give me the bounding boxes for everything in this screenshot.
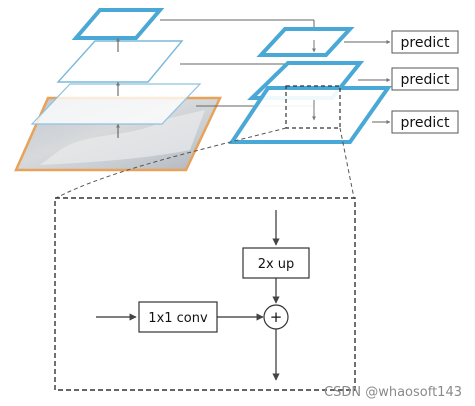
predict-box-top bbox=[391, 30, 459, 54]
top-down-pyramid bbox=[228, 27, 392, 144]
output-plane-bottom bbox=[228, 86, 392, 144]
predict-box-bottom bbox=[391, 110, 459, 134]
feature-plane-2 bbox=[56, 40, 184, 83]
feature-plane-3 bbox=[30, 83, 202, 125]
add-symbol: + bbox=[270, 308, 283, 326]
input-image-texture bbox=[40, 110, 205, 165]
detail-dashed-frame bbox=[54, 197, 356, 391]
zoom-region-box bbox=[285, 85, 341, 129]
output-plane-top bbox=[256, 27, 355, 57]
predict-box-mid bbox=[391, 67, 459, 91]
detail-block: 2x up 1x1 conv + bbox=[54, 197, 356, 391]
feature-plane-top bbox=[71, 8, 165, 40]
watermark: CSDN @whaosoft143 bbox=[324, 385, 462, 400]
predict-label-bottom: predict bbox=[401, 115, 450, 131]
conv-label: 1x1 conv bbox=[148, 311, 208, 326]
predict-label-mid: predict bbox=[401, 72, 450, 88]
zoom-connectors bbox=[55, 127, 355, 199]
bottom-up-pyramid bbox=[14, 8, 222, 172]
upsample-label: 2x up bbox=[258, 257, 295, 272]
predict-label-top: predict bbox=[401, 35, 450, 51]
predict-outputs: predict predict predict bbox=[344, 30, 459, 134]
